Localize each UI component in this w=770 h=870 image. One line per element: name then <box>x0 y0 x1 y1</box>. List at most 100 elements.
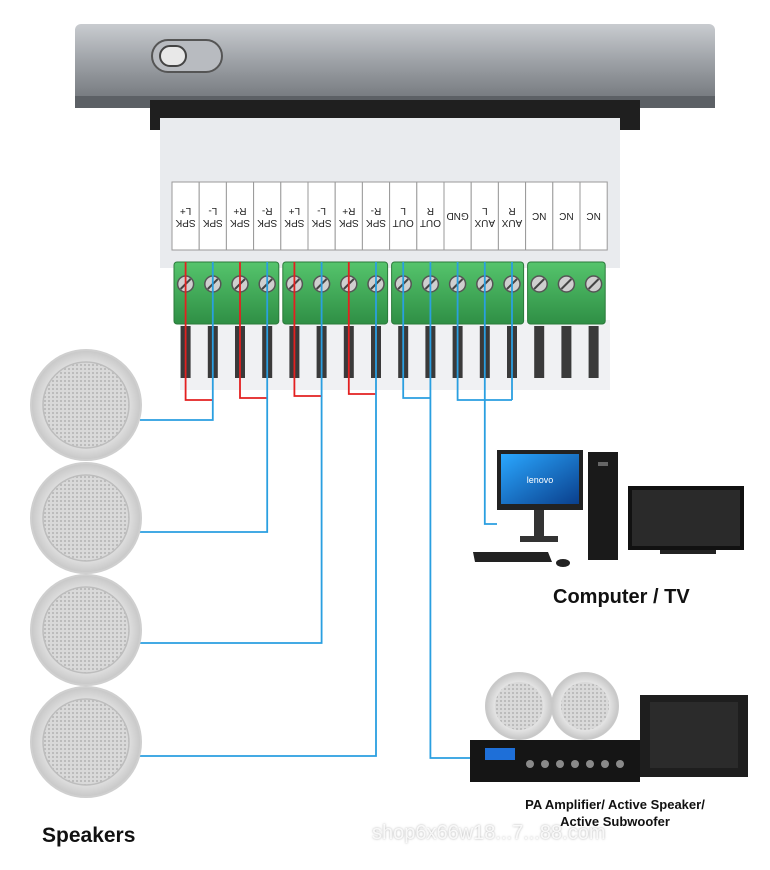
speaker-feed-wire <box>140 262 214 421</box>
computer-tv-illustration: lenovo <box>473 450 744 567</box>
terminal-label-line2: R- <box>262 205 273 216</box>
amp-knob <box>571 760 579 768</box>
speaker-feed-wire <box>140 262 377 757</box>
terminal-label: OUTR <box>416 181 445 251</box>
terminal-label-text: SPKL+ <box>175 205 195 228</box>
mouse <box>556 559 570 567</box>
terminal-pin <box>588 326 599 378</box>
terminal-label-text: NC <box>586 210 600 221</box>
terminal-label-line1: NC <box>559 210 573 221</box>
ceiling-speaker <box>30 462 142 574</box>
monitor-brand-logo: lenovo <box>527 475 554 485</box>
terminal-label: SPKR+ <box>334 181 363 251</box>
screw-slot <box>533 278 545 290</box>
subwoofer-face <box>650 702 738 768</box>
terminal-label-text: NC <box>532 210 546 221</box>
terminal-label-line1: SPK <box>284 217 304 228</box>
ceiling-speaker <box>30 574 142 686</box>
terminal-label-line2: R+ <box>233 205 246 216</box>
terminal-label-cell <box>552 181 581 251</box>
terminal-label-text: OUTR <box>420 205 441 228</box>
speaker-grille <box>42 586 130 674</box>
terminal-label: SPKL- <box>198 181 227 251</box>
terminal-label-line1: SPK <box>202 217 222 228</box>
terminal-label-line1: NC <box>532 210 546 221</box>
speaker-grille <box>42 698 130 786</box>
amplifier-knobs <box>526 760 624 768</box>
terminal-label-line1: SPK <box>338 217 358 228</box>
terminal-label: SPKL- <box>307 181 336 251</box>
terminal-label-line2: R- <box>371 205 382 216</box>
terminal-label-text: OUTL <box>393 205 414 228</box>
amplifier-illustration <box>470 672 748 782</box>
terminal-label-line2: L <box>400 205 406 216</box>
terminal-label-line2: L- <box>317 205 326 216</box>
terminal-label-line2: R <box>508 205 515 216</box>
terminal-label-cell <box>198 181 227 251</box>
speakers-caption: Speakers <box>42 824 136 847</box>
terminal-label-cell <box>389 181 418 251</box>
terminal-label-cell <box>470 181 499 251</box>
terminal-label-text: AUXR <box>501 205 522 228</box>
terminal-block <box>527 261 606 325</box>
terminal-label: AUXR <box>497 181 527 251</box>
panel-face <box>75 24 715 106</box>
terminal-label-cell <box>253 181 282 251</box>
speaker-positive-wire <box>347 262 376 395</box>
terminal-label-text: SPKR+ <box>338 205 358 228</box>
terminal-blocks <box>173 261 606 325</box>
terminal-label: SPKR+ <box>225 181 255 251</box>
terminal-label-cell <box>280 181 309 251</box>
ceiling-speaker <box>30 686 142 798</box>
terminal-label: SPKR- <box>361 181 391 251</box>
terminal-label-text: GND <box>446 210 468 221</box>
terminal-label-line2: L+ <box>180 205 192 216</box>
pc-tower-light <box>598 462 608 466</box>
terminal-block <box>173 261 280 325</box>
terminal-label-line2: R <box>427 205 434 216</box>
speaker-feed-wire <box>140 262 323 644</box>
terminal-label-line1: SPK <box>230 217 250 228</box>
terminal-label: SPKL+ <box>171 181 200 251</box>
terminal-label-cell <box>225 181 255 251</box>
terminal-label-line1: SPK <box>257 217 277 228</box>
terminal-label-line1: AUX <box>501 217 522 228</box>
amplifier-caption: PA Amplifier/ Active Speaker/ Active Sub… <box>480 796 750 830</box>
amp-knob <box>556 760 564 768</box>
amp-knob <box>616 760 624 768</box>
terminal-label-line1: AUX <box>474 217 495 228</box>
terminal-label-text: SPKL- <box>311 205 331 228</box>
terminal-label-cell <box>416 181 445 251</box>
terminal-label: SPKL+ <box>280 181 309 251</box>
speaker-feed-wire <box>140 262 269 533</box>
amplifier-caption-line1: PA Amplifier/ Active Speaker/ <box>525 797 705 812</box>
speaker-positive-wire <box>293 262 322 397</box>
active-speaker-left-grille <box>495 682 543 730</box>
monitor-foot <box>520 536 558 542</box>
keyboard <box>473 552 552 562</box>
terminal-label-line1: GND <box>446 210 468 221</box>
tv-stand <box>660 550 716 554</box>
terminal-label-text: SPKR- <box>257 205 277 228</box>
out-l-wire <box>402 262 431 399</box>
terminal-label-text: AUXL <box>474 205 495 228</box>
terminal-label-line1: SPK <box>366 217 386 228</box>
active-speaker-right-grille <box>561 682 609 730</box>
terminal-pin <box>534 326 545 378</box>
out-to-amplifier-wire <box>429 262 470 759</box>
terminal-label-strip: SPKL+SPKL-SPKR+SPKR-SPKL+SPKL-SPKR+SPKR-… <box>171 181 608 251</box>
terminal-label-text: SPKR+ <box>230 205 250 228</box>
terminal-label-line2: L <box>482 205 488 216</box>
terminal-pin <box>561 326 572 378</box>
amp-knob <box>601 760 609 768</box>
terminal-label: NC <box>579 181 608 251</box>
amp-knob <box>586 760 594 768</box>
speaker-positive-wire <box>184 262 213 401</box>
terminal-label-line1: SPK <box>311 217 331 228</box>
amplifier-chassis <box>470 740 640 782</box>
terminal-label-line2: L+ <box>289 205 301 216</box>
terminal-label-line1: OUT <box>420 217 441 228</box>
terminal-label-text: SPKL+ <box>284 205 304 228</box>
pc-tower <box>588 452 618 560</box>
